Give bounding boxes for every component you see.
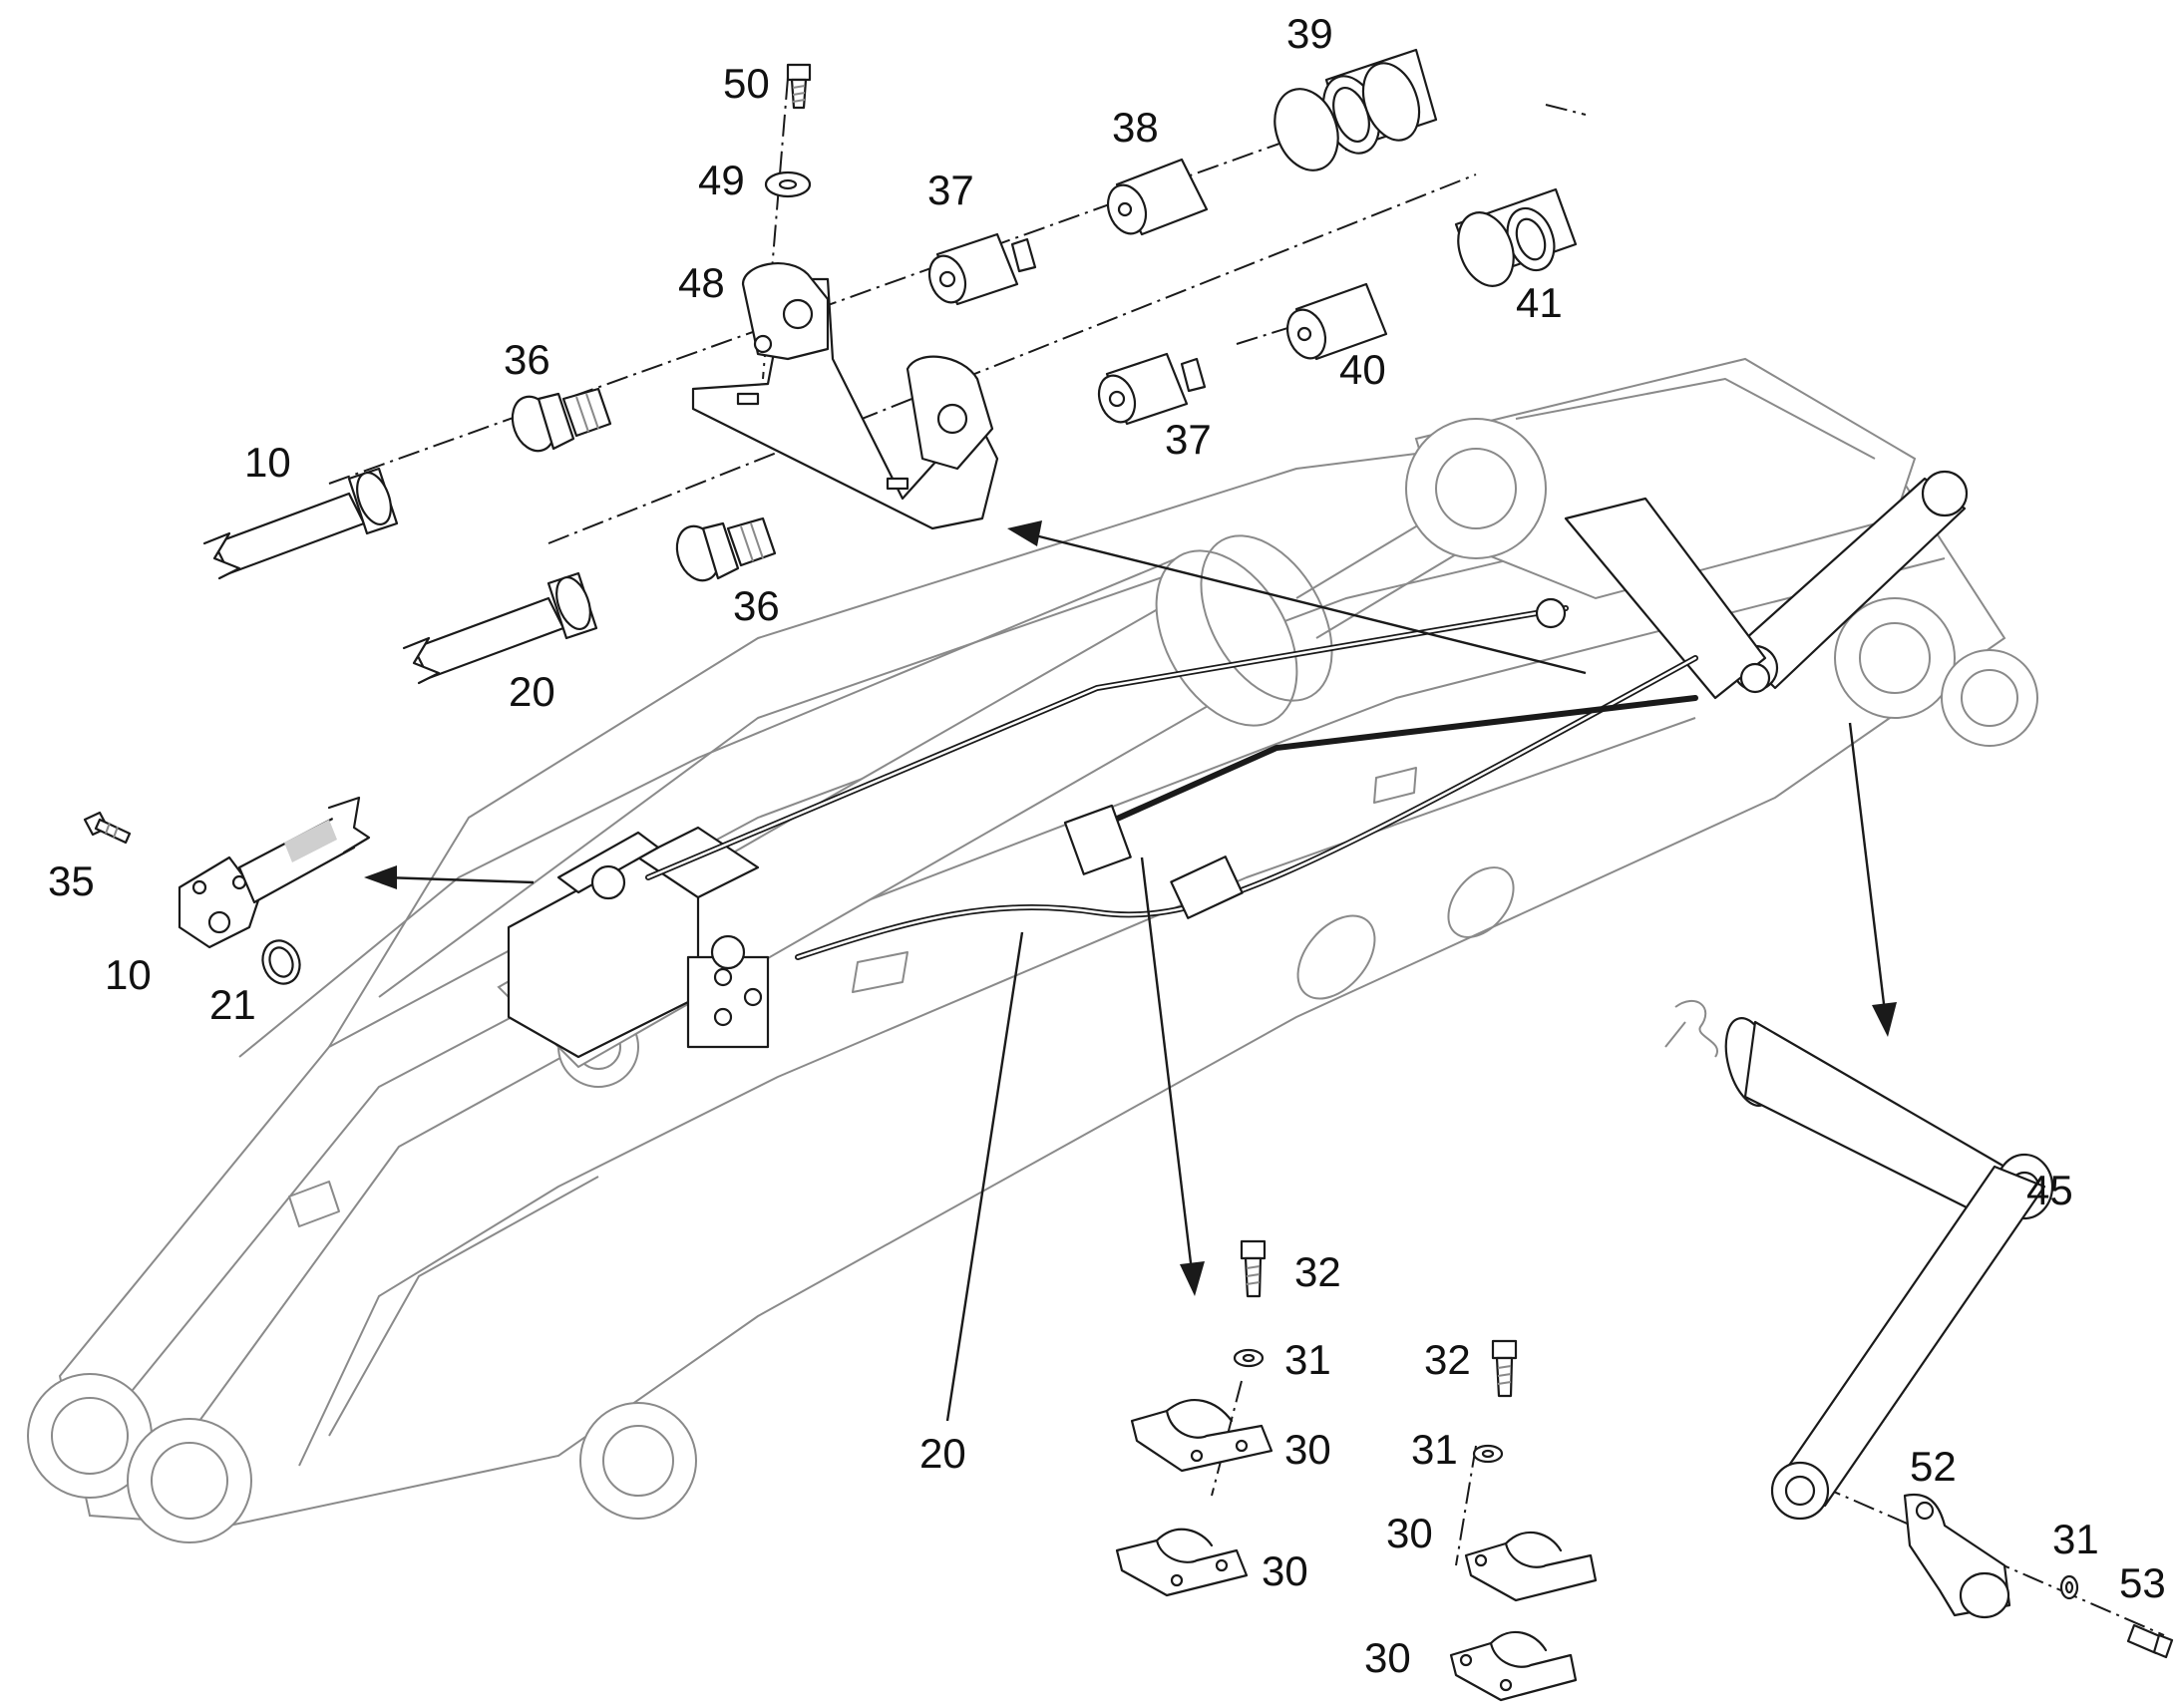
part-50-bolt: [786, 63, 812, 110]
callout-37a: 37: [927, 167, 974, 213]
callout-45: 45: [2026, 1167, 2073, 1213]
link-rod: [1564, 470, 1969, 700]
part-10-flange-hose: [178, 796, 371, 949]
part-30-clamp-d: [1449, 1630, 1578, 1702]
callout-30a: 30: [1284, 1426, 1331, 1473]
part-20-hose-end-lower: [402, 571, 598, 685]
part-31-washer-b: [1472, 1444, 1504, 1464]
callout-37b: 37: [1165, 416, 1212, 463]
callout-31c: 31: [2052, 1516, 2099, 1562]
callout-49: 49: [698, 157, 745, 203]
callout-20a: 20: [509, 668, 555, 715]
part-36-adapter-upper: [511, 387, 612, 453]
callout-31b: 31: [1411, 1426, 1458, 1473]
callout-31a: 31: [1284, 1336, 1331, 1383]
part-31-washer-a: [1233, 1348, 1265, 1368]
part-35-bolt: [83, 811, 132, 845]
part-30-clamp-c: [1464, 1531, 1598, 1602]
part-32-bolt-b: [1491, 1339, 1518, 1398]
part-38-adapter: [1106, 158, 1209, 236]
part-30-clamp-a: [1130, 1399, 1273, 1473]
callout-41: 41: [1516, 279, 1563, 326]
callout-52: 52: [1910, 1443, 1957, 1490]
part-53-bolt: [2126, 1623, 2174, 1659]
callout-48: 48: [678, 259, 725, 306]
callout-36b: 36: [733, 582, 780, 629]
callout-30d: 30: [1364, 1634, 1411, 1681]
hose-clamps-installed: [1063, 597, 1771, 919]
part-31-washer-c: [2059, 1574, 2079, 1600]
callout-32b: 32: [1424, 1336, 1471, 1383]
callout-38: 38: [1112, 104, 1159, 151]
callout-39: 39: [1286, 10, 1333, 57]
part-36-adapter-lower: [675, 516, 777, 582]
part-10-hose-end-upper: [202, 467, 399, 580]
callout-21: 21: [209, 981, 256, 1028]
direction-arrows: [364, 520, 1897, 1422]
part-37-nut-lower: [1097, 352, 1207, 426]
part-39-fitting: [1273, 48, 1438, 171]
callout-40: 40: [1339, 346, 1386, 393]
part-49-washer: [764, 171, 812, 198]
part-32-bolt-a: [1240, 1239, 1267, 1298]
callout-10b: 10: [105, 951, 152, 998]
callout-20b: 20: [919, 1430, 966, 1477]
part-45-pin-link: [1664, 1000, 2054, 1521]
part-41-fitting: [1454, 187, 1578, 287]
callout-36a: 36: [504, 336, 550, 383]
part-52-lock-plate: [1903, 1493, 2011, 1619]
callout-35: 35: [48, 857, 95, 904]
part-48-bracket: [691, 262, 999, 530]
callout-labels: 50 49 39 38 37 48 41 36 40 37 10 36 20 3…: [48, 10, 2166, 1681]
callout-50: 50: [723, 60, 770, 107]
callout-30c: 30: [1386, 1510, 1433, 1556]
hose-20-main: [645, 605, 1698, 960]
callout-30b: 30: [1262, 1547, 1308, 1594]
part-21-o-ring: [261, 939, 301, 985]
part-37-nut-upper: [927, 232, 1037, 306]
part-40-adapter: [1285, 282, 1388, 361]
callout-32a: 32: [1294, 1248, 1341, 1295]
callout-10a: 10: [244, 439, 291, 486]
part-30-clamp-b: [1115, 1528, 1249, 1597]
valve-block: [507, 826, 770, 1059]
callout-53: 53: [2119, 1559, 2166, 1606]
